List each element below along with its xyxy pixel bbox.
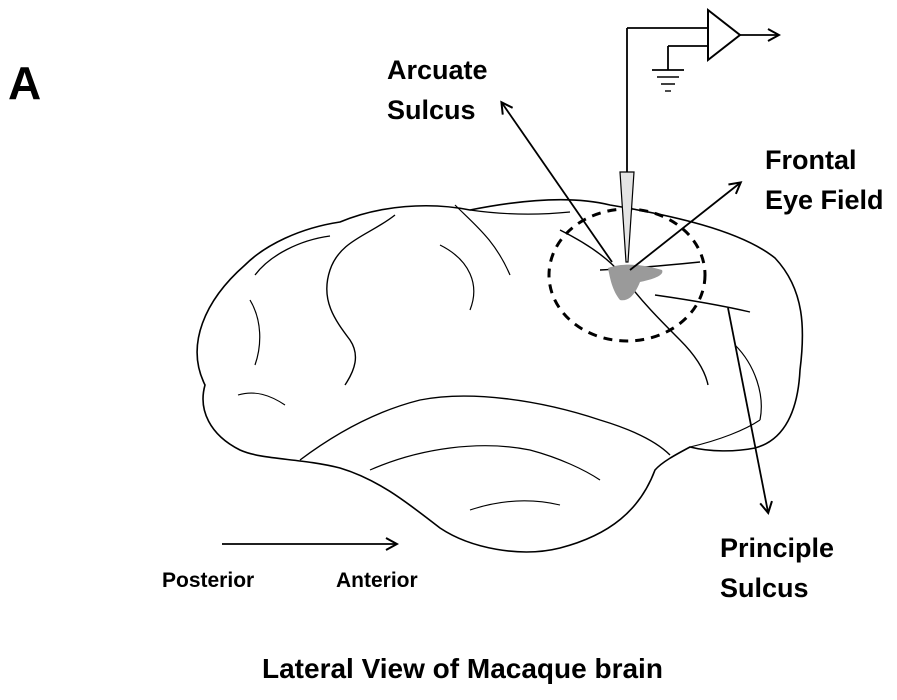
arcuate-label-line2: Sulcus — [387, 94, 476, 126]
arcuate-label-line1: Arcuate — [387, 54, 488, 86]
fef-label-line1: Frontal — [765, 144, 857, 176]
panel-letter: A — [8, 56, 41, 111]
figure-caption: Lateral View of Macaque brain — [262, 652, 663, 686]
principle-label-line2: Sulcus — [720, 572, 809, 604]
brain-outline — [197, 200, 802, 552]
anterior-label: Anterior — [336, 568, 418, 593]
ground-icon — [652, 70, 684, 91]
principle-label-line1: Principle — [720, 532, 834, 564]
amplifier-icon — [668, 10, 778, 70]
posterior-label: Posterior — [162, 568, 254, 593]
fef-label-line2: Eye Field — [765, 184, 884, 216]
